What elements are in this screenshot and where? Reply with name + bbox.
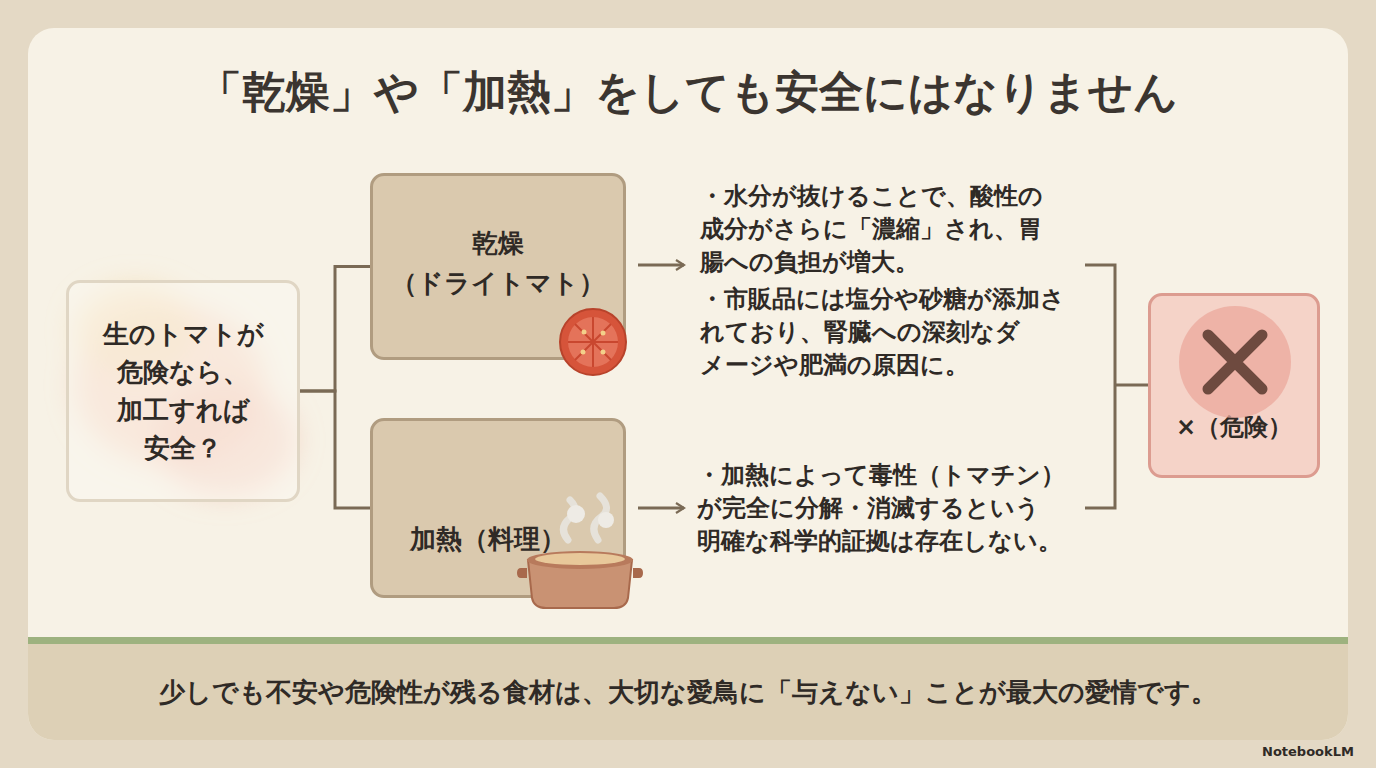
node-text: 加熱（料理） (373, 521, 603, 557)
title-text: 「乾燥」や「加熱」をしても安全にはなりません (28, 62, 1348, 122)
steam (594, 496, 607, 540)
merge-bracket (1085, 265, 1148, 508)
node-text: 乾燥 （ドライトマト） (388, 223, 608, 303)
note-text: ・市販品には塩分や砂糖が添加さ れており、腎臓への深刻なダ メージや肥満の原因に… (700, 283, 1080, 382)
pointer-arrow (638, 264, 684, 267)
note-text: ・加熱によって毒性（トマチン） が完全に分解・消滅するという 明確な科学的証拠は… (697, 459, 1077, 558)
cross-symbol (1208, 335, 1262, 389)
divider-line (28, 637, 1348, 644)
node-text: ×（危険） (1154, 411, 1314, 443)
process-box: 加熱（料理） (370, 418, 626, 598)
steam-puff (598, 512, 614, 528)
process-box: 乾燥 （ドライトマト） (370, 173, 626, 360)
conclusion-band: 少しでも不安や危険性が残る食材は、大切な愛鳥に「与えない」ことが最大の愛情です。 (28, 644, 1348, 740)
tomato-flesh (568, 317, 618, 367)
connector (300, 267, 370, 392)
question-box: 生のトマトが 危険なら、 加工すれば 安全？ (66, 280, 300, 502)
tomato-seed (581, 350, 586, 355)
cooking-pot (517, 496, 643, 608)
connector (300, 391, 370, 508)
pot-body (528, 560, 632, 608)
pointer-arrow (638, 507, 684, 510)
tomato-segments (568, 317, 618, 367)
tomato-seed (601, 350, 606, 355)
pot-handle (517, 568, 643, 578)
tomato-skin (560, 309, 626, 375)
pot-rim (527, 551, 633, 569)
pot-food (535, 553, 625, 565)
steam-puff (567, 505, 585, 523)
node-text: 生のトマトが 危険なら、 加工すれば 安全？ (96, 315, 271, 467)
tomato-seed (582, 330, 587, 335)
danger-circle (1179, 306, 1291, 418)
result-box: ×（危険） (1148, 293, 1320, 478)
node-text: 少しでも不安や危険性が残る食材は、大切な愛鳥に「与えない」ことが最大の愛情です。 (48, 674, 1328, 710)
danger-mark (1179, 306, 1291, 418)
card-background (28, 28, 1348, 740)
tomato-slice (560, 309, 626, 375)
watermark: NotebookLM (1262, 744, 1352, 760)
note-text: ・水分が抜けることで、酸性の 成分がさらに「濃縮」され、胃 腸への負担が増大。 (700, 180, 1080, 279)
tomato-seed (601, 331, 606, 336)
steam (563, 500, 575, 540)
